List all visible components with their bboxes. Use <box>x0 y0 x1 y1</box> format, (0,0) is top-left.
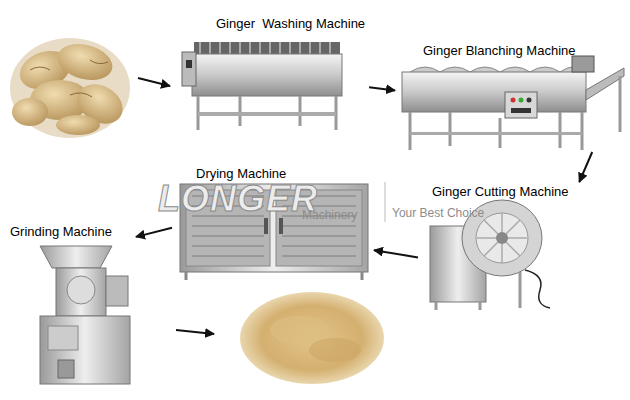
watermark-text: Your Best Choice <box>392 206 484 220</box>
watermark-text: Machinery <box>302 208 357 222</box>
watermark-text: LONGER <box>158 178 318 220</box>
machine-node: Ginger Cutting Machine <box>418 182 586 312</box>
machine-node: Grinding Machine <box>6 222 136 387</box>
machine-label: Ginger Blanching Machine <box>423 43 575 58</box>
machine-node: Ginger Blanching Machine <box>395 40 627 152</box>
flow-arrow <box>374 250 418 257</box>
blanching-machine <box>402 56 624 150</box>
machine-label: Ginger Cutting Machine <box>432 184 569 199</box>
flow-arrow <box>369 87 395 90</box>
machine-label: Grinding Machine <box>10 224 112 239</box>
washing-machine <box>182 42 342 130</box>
raw-ginger <box>10 38 130 138</box>
machine-node: Ginger Washing Machine <box>178 14 369 136</box>
flow-arrow <box>138 78 170 86</box>
watermark-divider <box>385 182 386 222</box>
ginger-powder <box>240 292 384 384</box>
flow-arrow <box>176 330 214 334</box>
grinding-machine <box>40 246 130 384</box>
flow-arrow <box>136 228 172 237</box>
flow-arrow <box>579 152 592 182</box>
machine-label: Ginger Washing Machine <box>216 16 365 31</box>
